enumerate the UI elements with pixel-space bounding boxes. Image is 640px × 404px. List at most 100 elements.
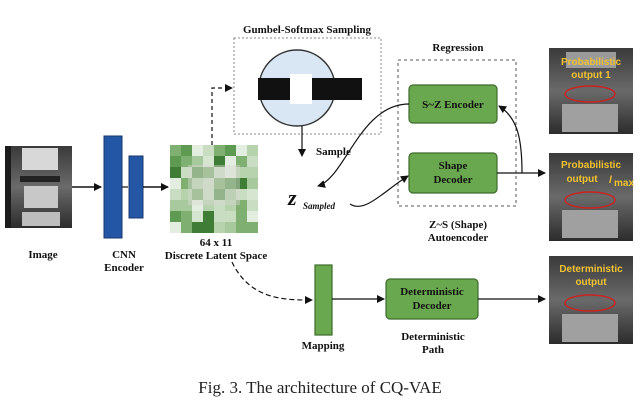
gumbel-title: Gumbel-Softmax Sampling [243,24,372,36]
latent-cell [181,189,192,200]
prob1-label-line2: output 1 [571,70,611,81]
z-sampled-symbol: z [287,185,297,210]
latent-cell [247,145,258,156]
latent-cell [203,189,214,200]
latent-cell [181,156,192,167]
latent-cell [225,222,236,233]
arrow-encoder-to-z [317,103,410,188]
latent-cell [181,211,192,222]
latent-cell [247,167,258,178]
latent-cell [225,145,236,156]
latent-cell [214,145,225,156]
latent-cell [192,167,203,178]
latent-label-line1: 64 x 11 [200,237,232,249]
latent-cell [247,211,258,222]
dashed-arrow-to-gumbel [211,84,233,145]
output-image-probabilistic-n [549,153,633,241]
latent-cell [203,167,214,178]
latent-cell [214,156,225,167]
output-image-deterministic [549,256,633,344]
latent-cell [214,222,225,233]
latent-cell [236,189,247,200]
det-output-label-line1: Deterministic [559,264,623,275]
latent-cell [247,200,258,211]
cnn-label-line2: Encoder [104,262,144,274]
latent-space-mosaic [170,145,258,233]
dashed-arrow-to-mapping [231,261,313,304]
latent-cell [203,222,214,233]
latent-cell [214,200,225,211]
latent-cell [192,211,203,222]
latent-label-line2: Discrete Latent Space [165,250,268,262]
latent-cell [225,200,236,211]
latent-cell [214,189,225,200]
gumbel-bar-gap [290,74,312,104]
output-image-probabilistic-1 [549,48,633,134]
mapping-label: Mapping [302,340,345,352]
det-decoder-box [385,278,479,320]
mapping-block [314,264,333,336]
latent-cell [181,222,192,233]
autoencoder-label-line1: Z~S (Shape) [429,219,487,231]
probN-label-subsub: max [614,178,634,189]
regression-title: Regression [432,42,483,54]
shape-decoder-box [408,152,498,194]
latent-cell [236,178,247,189]
latent-cell [203,200,214,211]
gumbel-box [233,37,382,135]
cnn-block-large [103,135,123,239]
latent-cell [170,178,181,189]
figure-caption: Fig. 3. The architecture of CQ-VAE [198,378,441,397]
latent-cell [192,200,203,211]
probN-label-sub: l [609,175,612,186]
input-label: Image [28,249,57,261]
latent-cell [225,167,236,178]
latent-cell [214,178,225,189]
latent-cell [247,189,258,200]
det-decoder-label-line1: Deterministic [400,286,464,298]
latent-cell [236,167,247,178]
input-image [5,146,72,228]
latent-cell [203,178,214,189]
latent-cell [170,211,181,222]
latent-cell [247,156,258,167]
latent-cell [236,200,247,211]
latent-overlay [188,165,240,205]
probN-label-line2: output [566,174,598,185]
latent-cell [170,156,181,167]
latent-cell [170,222,181,233]
latent-cell [192,178,203,189]
latent-cell [225,189,236,200]
det-path-label-line1: Deterministic [401,331,465,343]
latent-cell [181,178,192,189]
sz-encoder-label: S~Z Encoder [422,99,484,111]
prob1-label-line1: Probabilistic [561,57,621,68]
latent-cell [225,211,236,222]
latent-cell [203,145,214,156]
latent-cell [203,156,214,167]
latent-cell [225,156,236,167]
latent-cell [170,200,181,211]
latent-cell [236,156,247,167]
latent-cell [214,211,225,222]
latent-cell [236,211,247,222]
sample-label: Sample [316,146,351,158]
probN-label-line1: Probabilistic [561,160,621,171]
shape-decoder-label-line1: Shape [439,160,468,172]
latent-cell [170,167,181,178]
arrow-feedback-to-encoder [498,105,523,174]
z-sampled-subscript: Sampled [303,201,336,211]
latent-cell [181,167,192,178]
latent-cell [192,222,203,233]
latent-cell [181,145,192,156]
latent-cell [181,200,192,211]
latent-cell [214,167,225,178]
latent-cell [236,222,247,233]
latent-cell [170,145,181,156]
cnn-block-small [128,155,144,219]
det-path-label-line2: Path [422,344,444,356]
autoencoder-label-line2: Autoencoder [428,232,489,244]
latent-cell [225,178,236,189]
latent-cell [170,189,181,200]
